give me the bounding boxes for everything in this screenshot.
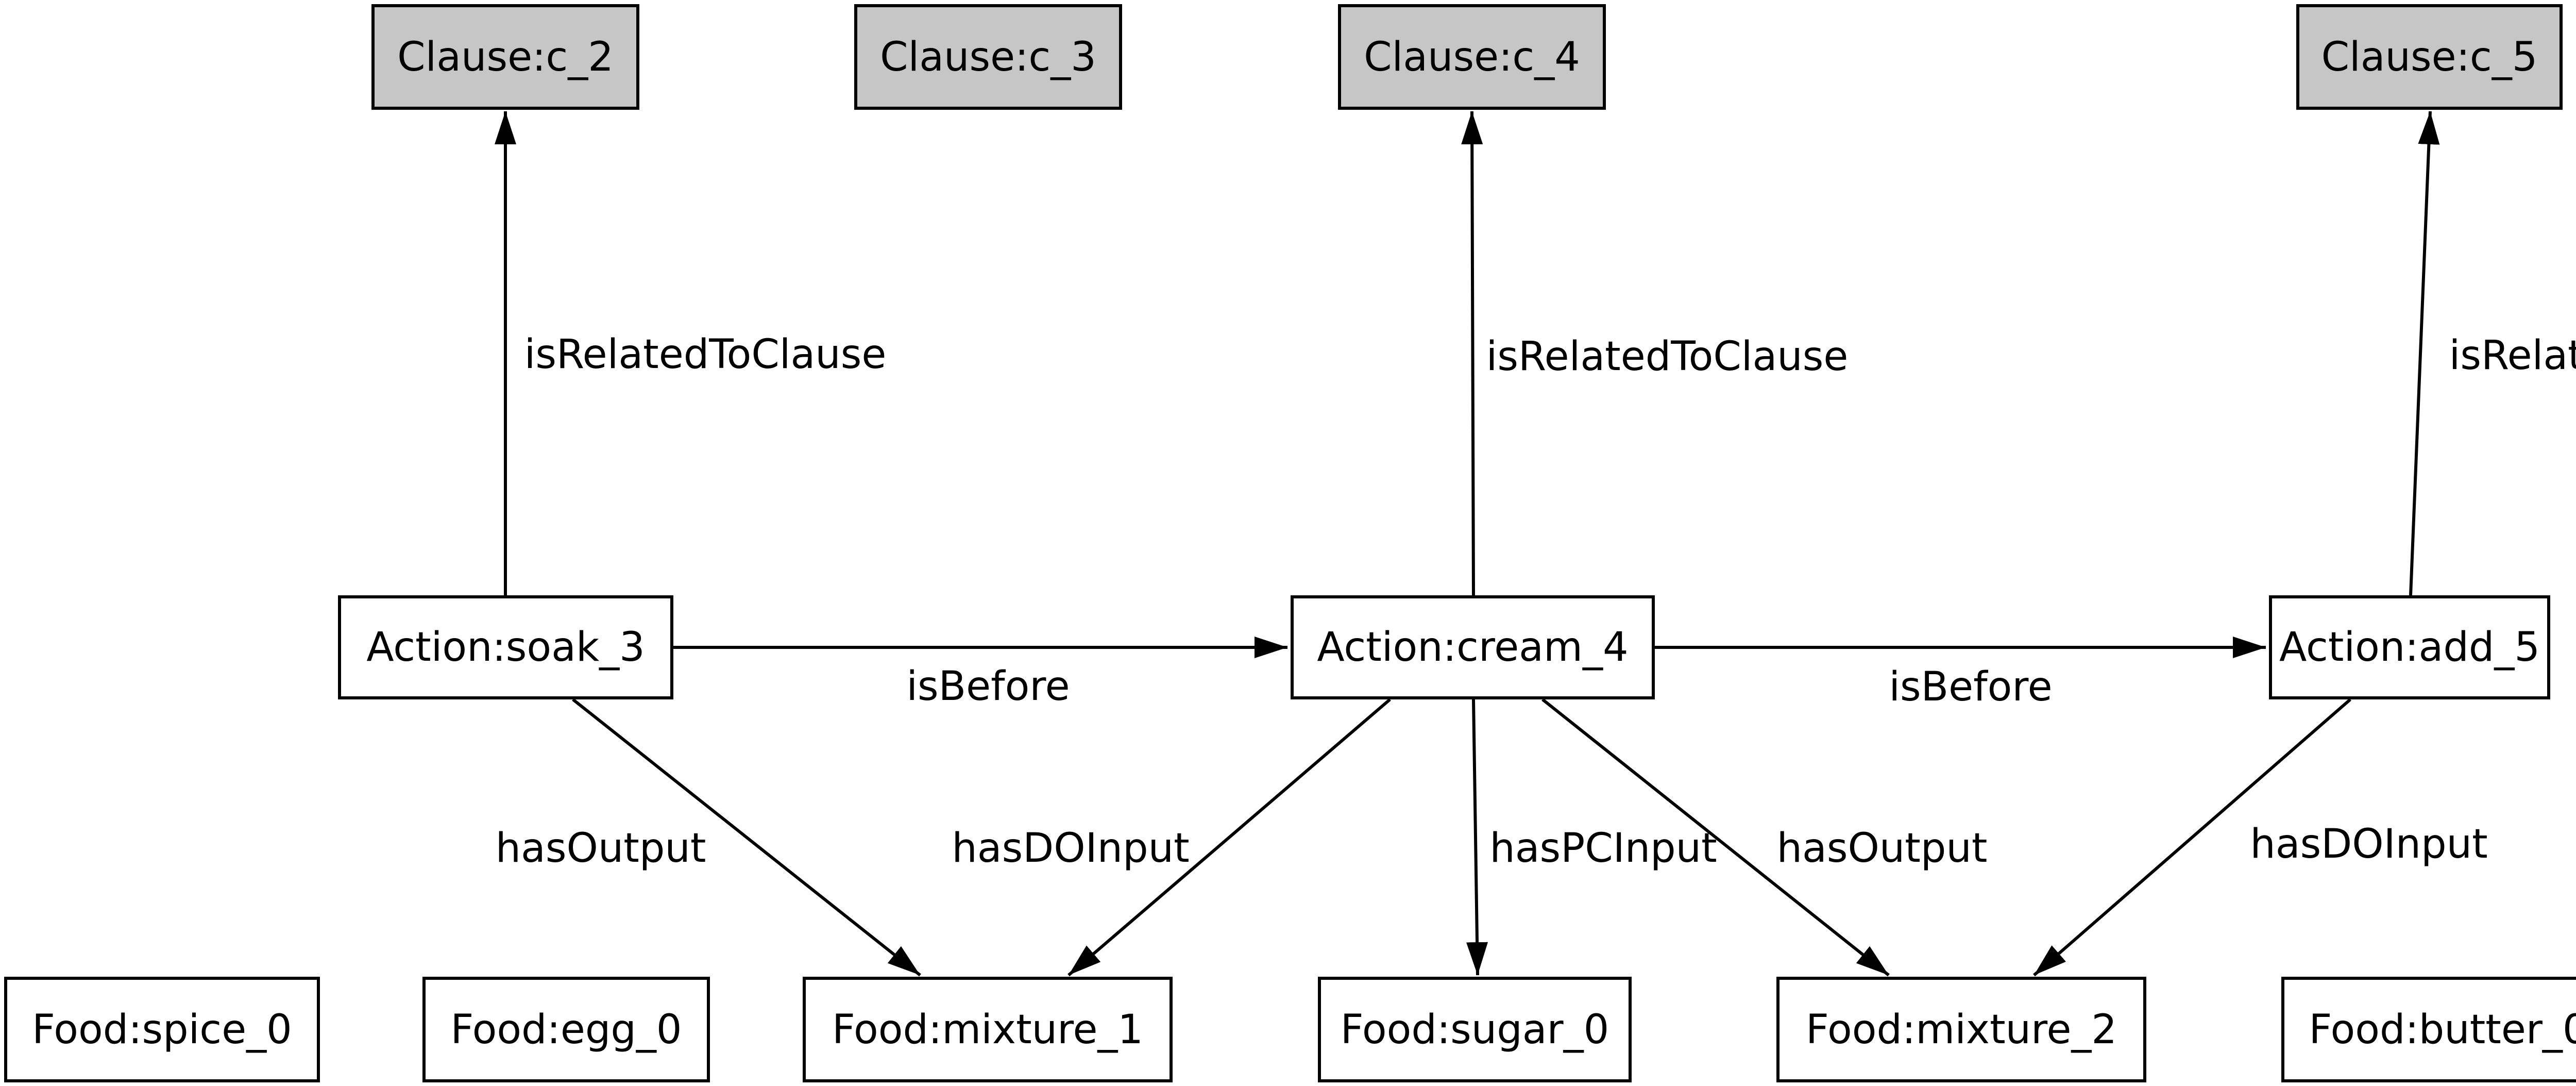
edge-action_add_5-to-clause_c_5 [2409,111,2440,596]
node-label-food_egg_0: Food:egg_0 [450,1006,682,1053]
edge-label-action_cream_4-to-clause_c_4: isRelatedToClause [1486,333,1849,380]
node-food_spice_0: Food:spice_0 [4,977,320,1082]
edge-label-action_cream_4-to-action_add_5: isBefore [1889,664,2053,710]
node-label-food_sugar_0: Food:sugar_0 [1340,1006,1609,1053]
node-label-action_cream_4: Action:cream_4 [1317,624,1629,671]
node-clause_c_2: Clause:c_2 [371,4,639,110]
edge-label-action_soak_3-to-food_mixture_1: hasOutput [495,825,706,872]
node-food_mixture_1: Food:mixture_1 [803,977,1173,1082]
edge-action_add_5-to-food_mixture_2 [2033,698,2351,977]
node-clause_c_5: Clause:c_5 [2296,4,2563,110]
node-clause_c_3: Clause:c_3 [854,4,1122,110]
edge-action_cream_4-to-food_mixture_2 [1541,698,1890,977]
node-action_add_5: Action:add_5 [2269,595,2550,699]
edge-label-action_cream_4-to-food_mixture_1: hasDOInput [952,825,1190,872]
node-label-clause_c_4: Clause:c_4 [1364,34,1580,80]
node-food_mixture_2: Food:mixture_2 [1776,977,2146,1082]
node-label-clause_c_2: Clause:c_2 [397,34,614,80]
node-label-action_soak_3: Action:soak_3 [366,624,645,671]
edge-label-action_add_5-to-food_mixture_2: hasDOInput [2250,821,2488,867]
edge-action_cream_4-to-clause_c_4 [1461,111,1483,596]
node-label-food_butter_0: Food:butter_0 [2309,1006,2576,1053]
node-action_soak_3: Action:soak_3 [338,595,673,699]
edge-label-action_add_5-to-clause_c_5: isRelatedToClause [2449,332,2576,379]
node-food_egg_0: Food:egg_0 [422,977,710,1082]
node-label-action_add_5: Action:add_5 [2279,624,2540,671]
edge-label-action_soak_3-to-action_cream_4: isBefore [906,663,1070,710]
node-food_butter_0: Food:butter_0 [2281,977,2576,1082]
node-label-food_spice_0: Food:spice_0 [32,1006,292,1053]
node-clause_c_4: Clause:c_4 [1338,4,1606,110]
node-food_sugar_0: Food:sugar_0 [1318,977,1632,1082]
node-label-food_mixture_1: Food:mixture_1 [832,1006,1144,1053]
edge-label-action_cream_4-to-food_sugar_0: hasPCInput [1489,825,1717,872]
node-label-clause_c_5: Clause:c_5 [2321,34,2538,80]
edge-action_cream_4-to-food_mixture_1 [1067,698,1391,977]
edge-label-action_cream_4-to-food_mixture_2: hasOutput [1776,825,1988,872]
edge-action_cream_4-to-food_sugar_0 [1466,699,1488,976]
edge-label-action_soak_3-to-clause_c_2: isRelatedToClause [524,331,887,378]
node-label-food_mixture_2: Food:mixture_2 [1805,1006,2117,1053]
node-label-clause_c_3: Clause:c_3 [880,34,1096,80]
edge-action_soak_3-to-food_mixture_1 [572,698,921,977]
node-action_cream_4: Action:cream_4 [1291,595,1655,699]
